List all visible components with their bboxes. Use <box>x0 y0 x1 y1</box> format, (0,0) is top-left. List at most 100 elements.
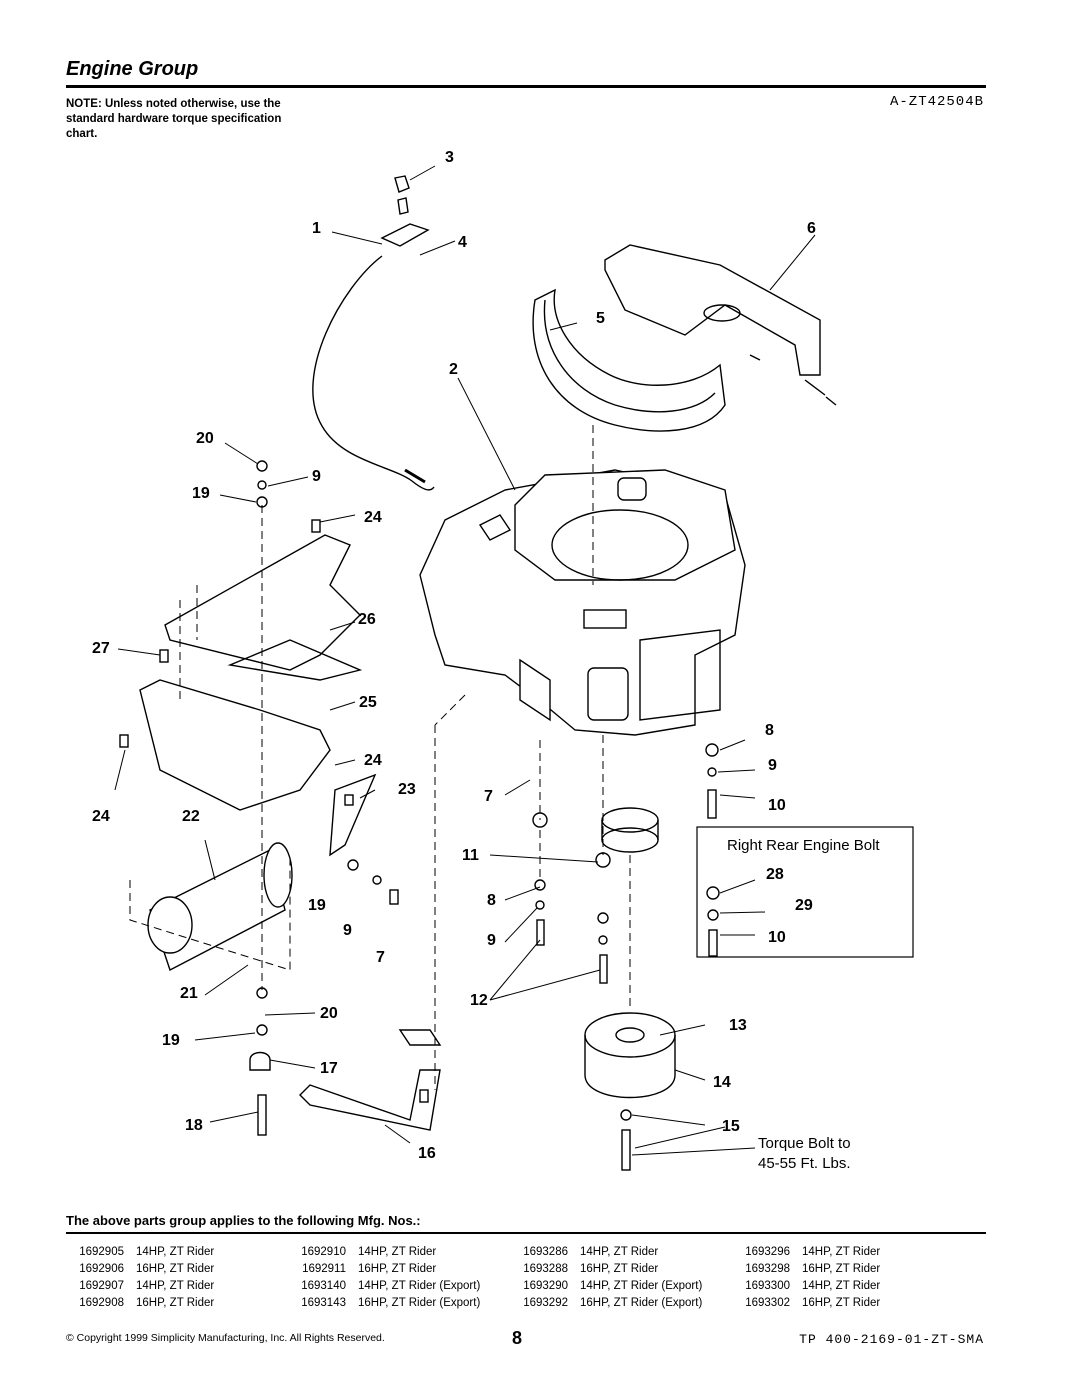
callout-8-center: 8 <box>487 892 496 909</box>
mfg-table-row: 1692908 16HP, ZT Rider 1693143 16HP, ZT Rid… <box>66 1297 954 1314</box>
callout-7-mid: 7 <box>376 949 385 966</box>
callout-2: 2 <box>449 361 458 378</box>
callout-6: 6 <box>807 220 816 237</box>
engine-block <box>419 469 746 736</box>
callout-25: 25 <box>359 694 377 711</box>
callout-29: 29 <box>795 897 813 914</box>
callout-4: 4 <box>458 234 467 251</box>
mfg-number: 1693288 <box>523 1263 568 1275</box>
mfg-description: 14HP, ZT Rider <box>802 1280 881 1292</box>
exhaust-pipe <box>299 1029 442 1131</box>
mfg-description: 14HP, ZT Rider (Export) <box>580 1280 703 1292</box>
mfg-number: 1692908 <box>79 1297 124 1309</box>
mfg-description: 16HP, ZT Rider (Export) <box>358 1297 481 1309</box>
mfg-description: 14HP, ZT Rider <box>580 1246 659 1258</box>
callout-15: 15 <box>722 1118 740 1135</box>
copyright-notice: © Copyright 1999 Simplicity Manufacturin… <box>66 1332 385 1344</box>
engine-shroud <box>532 288 726 432</box>
callout-10-top: 10 <box>768 797 786 814</box>
callout-20-top: 20 <box>196 430 214 447</box>
mfg-number: 1692907 <box>79 1280 124 1292</box>
mfg-number: 1693298 <box>745 1263 790 1275</box>
mfg-table-row: 1692907 14HP, ZT Rider 1693140 14HP, ZT Rid… <box>66 1280 954 1297</box>
applies-rule <box>66 1232 986 1234</box>
callout-9-center: 9 <box>487 932 496 949</box>
callout-28: 28 <box>766 866 784 883</box>
mfg-number-table: 1692905 14HP, ZT Rider 1692910 14HP, ZT Rid… <box>66 1246 954 1314</box>
mfg-description: 16HP, ZT Rider <box>136 1297 215 1309</box>
right-rear-engine-bolt-box <box>696 826 914 958</box>
mfg-number: 1693300 <box>745 1280 790 1292</box>
callout-8-right: 8 <box>765 722 774 739</box>
callout-9-top: 9 <box>312 468 321 485</box>
callout-11: 11 <box>462 847 479 864</box>
callout-27: 27 <box>92 640 110 657</box>
mfg-number: 1693140 <box>301 1280 346 1292</box>
mfg-number: 1693292 <box>523 1297 568 1309</box>
callout-21: 21 <box>180 985 198 1002</box>
callout-23: 23 <box>398 781 416 798</box>
mfg-description: 16HP, ZT Rider <box>580 1263 659 1275</box>
callout-19-mid: 19 <box>308 897 326 914</box>
engine-bracket <box>604 244 837 406</box>
page-title: Engine Group <box>66 58 199 80</box>
alignment-lines <box>129 425 631 1090</box>
mfg-description: 16HP, ZT Rider <box>358 1263 437 1275</box>
mfg-number: 1693302 <box>745 1297 790 1309</box>
callout-9-right: 9 <box>768 757 777 774</box>
callout-26: 26 <box>358 611 376 628</box>
callout-19-bottom: 19 <box>162 1032 180 1049</box>
hardware-fasteners <box>119 460 720 1171</box>
callout-9-mid: 9 <box>343 922 352 939</box>
mfg-description: 14HP, ZT Rider <box>136 1246 215 1258</box>
torque-note-text: NOTE: Unless noted otherwise, use the st… <box>66 98 282 140</box>
callout-10-box: 10 <box>768 929 786 946</box>
mfg-number: 1692905 <box>79 1246 124 1258</box>
mfg-description: 16HP, ZT Rider <box>136 1263 215 1275</box>
title-rule <box>66 85 986 88</box>
mfg-description: 14HP, ZT Rider <box>802 1246 881 1258</box>
callout-19-top: 19 <box>192 485 210 502</box>
diagram-code: A-ZT42504B <box>889 94 984 110</box>
mfg-description: 16HP, ZT Rider <box>802 1263 881 1275</box>
mfg-description: 16HP, ZT Rider <box>802 1297 881 1309</box>
mfg-number: 1692911 <box>302 1263 346 1275</box>
mfg-description: 14HP, ZT Rider <box>358 1246 437 1258</box>
callout-14: 14 <box>713 1074 731 1091</box>
throttle-control <box>312 175 435 491</box>
page-number: 8 <box>512 1328 523 1348</box>
callout-7-top: 7 <box>484 788 493 805</box>
mfg-number: 1693290 <box>523 1280 568 1292</box>
callout-24-mid: 24 <box>364 752 382 769</box>
mfg-table-row: 1692906 16HP, ZT Rider 1692911 16HP, ZT Rid… <box>66 1263 954 1280</box>
mfg-table-row: 1692905 14HP, ZT Rider 1692910 14HP, ZT Rid… <box>66 1246 954 1263</box>
callout-20-bottom: 20 <box>320 1005 338 1022</box>
callout-16: 16 <box>418 1145 436 1162</box>
mfg-description: 16HP, ZT Rider (Export) <box>580 1297 703 1309</box>
callout-1: 1 <box>312 220 321 237</box>
mfg-number: 1692910 <box>301 1246 346 1258</box>
document-code: TP 400-2169-01-ZT-SMA <box>799 1332 984 1347</box>
inset-box-label: Right Rear Engine Bolt <box>727 837 880 854</box>
callout-18: 18 <box>185 1117 203 1134</box>
mfg-description: 14HP, ZT Rider (Export) <box>358 1280 481 1292</box>
clamp <box>249 1051 271 1071</box>
callout-24-top: 24 <box>364 509 382 526</box>
mfg-number: 1693143 <box>301 1297 346 1309</box>
callout-17: 17 <box>320 1060 338 1077</box>
callout-24-left: 24 <box>92 808 110 825</box>
callout-22: 22 <box>182 808 200 825</box>
mfg-number: 1692906 <box>79 1263 124 1275</box>
muffler <box>147 842 293 972</box>
exploded-parts-diagram: 3 1 4 6 5 2 20 9 19 24 26 27 25 24 23 24… <box>92 149 914 1172</box>
callout-5: 5 <box>596 310 605 327</box>
leader-lines <box>114 165 816 1156</box>
engine-pulley <box>601 807 659 853</box>
muffler-bracket <box>329 773 377 857</box>
torque-note-line2: 45-55 Ft. Lbs. <box>758 1155 851 1172</box>
torque-note-line1: Torque Bolt to <box>758 1135 851 1152</box>
mfg-number: 1693286 <box>523 1246 568 1258</box>
mfg-number: 1693296 <box>745 1246 790 1258</box>
callout-3: 3 <box>445 149 454 166</box>
applies-heading: The above parts group applies to the fol… <box>66 1213 421 1228</box>
